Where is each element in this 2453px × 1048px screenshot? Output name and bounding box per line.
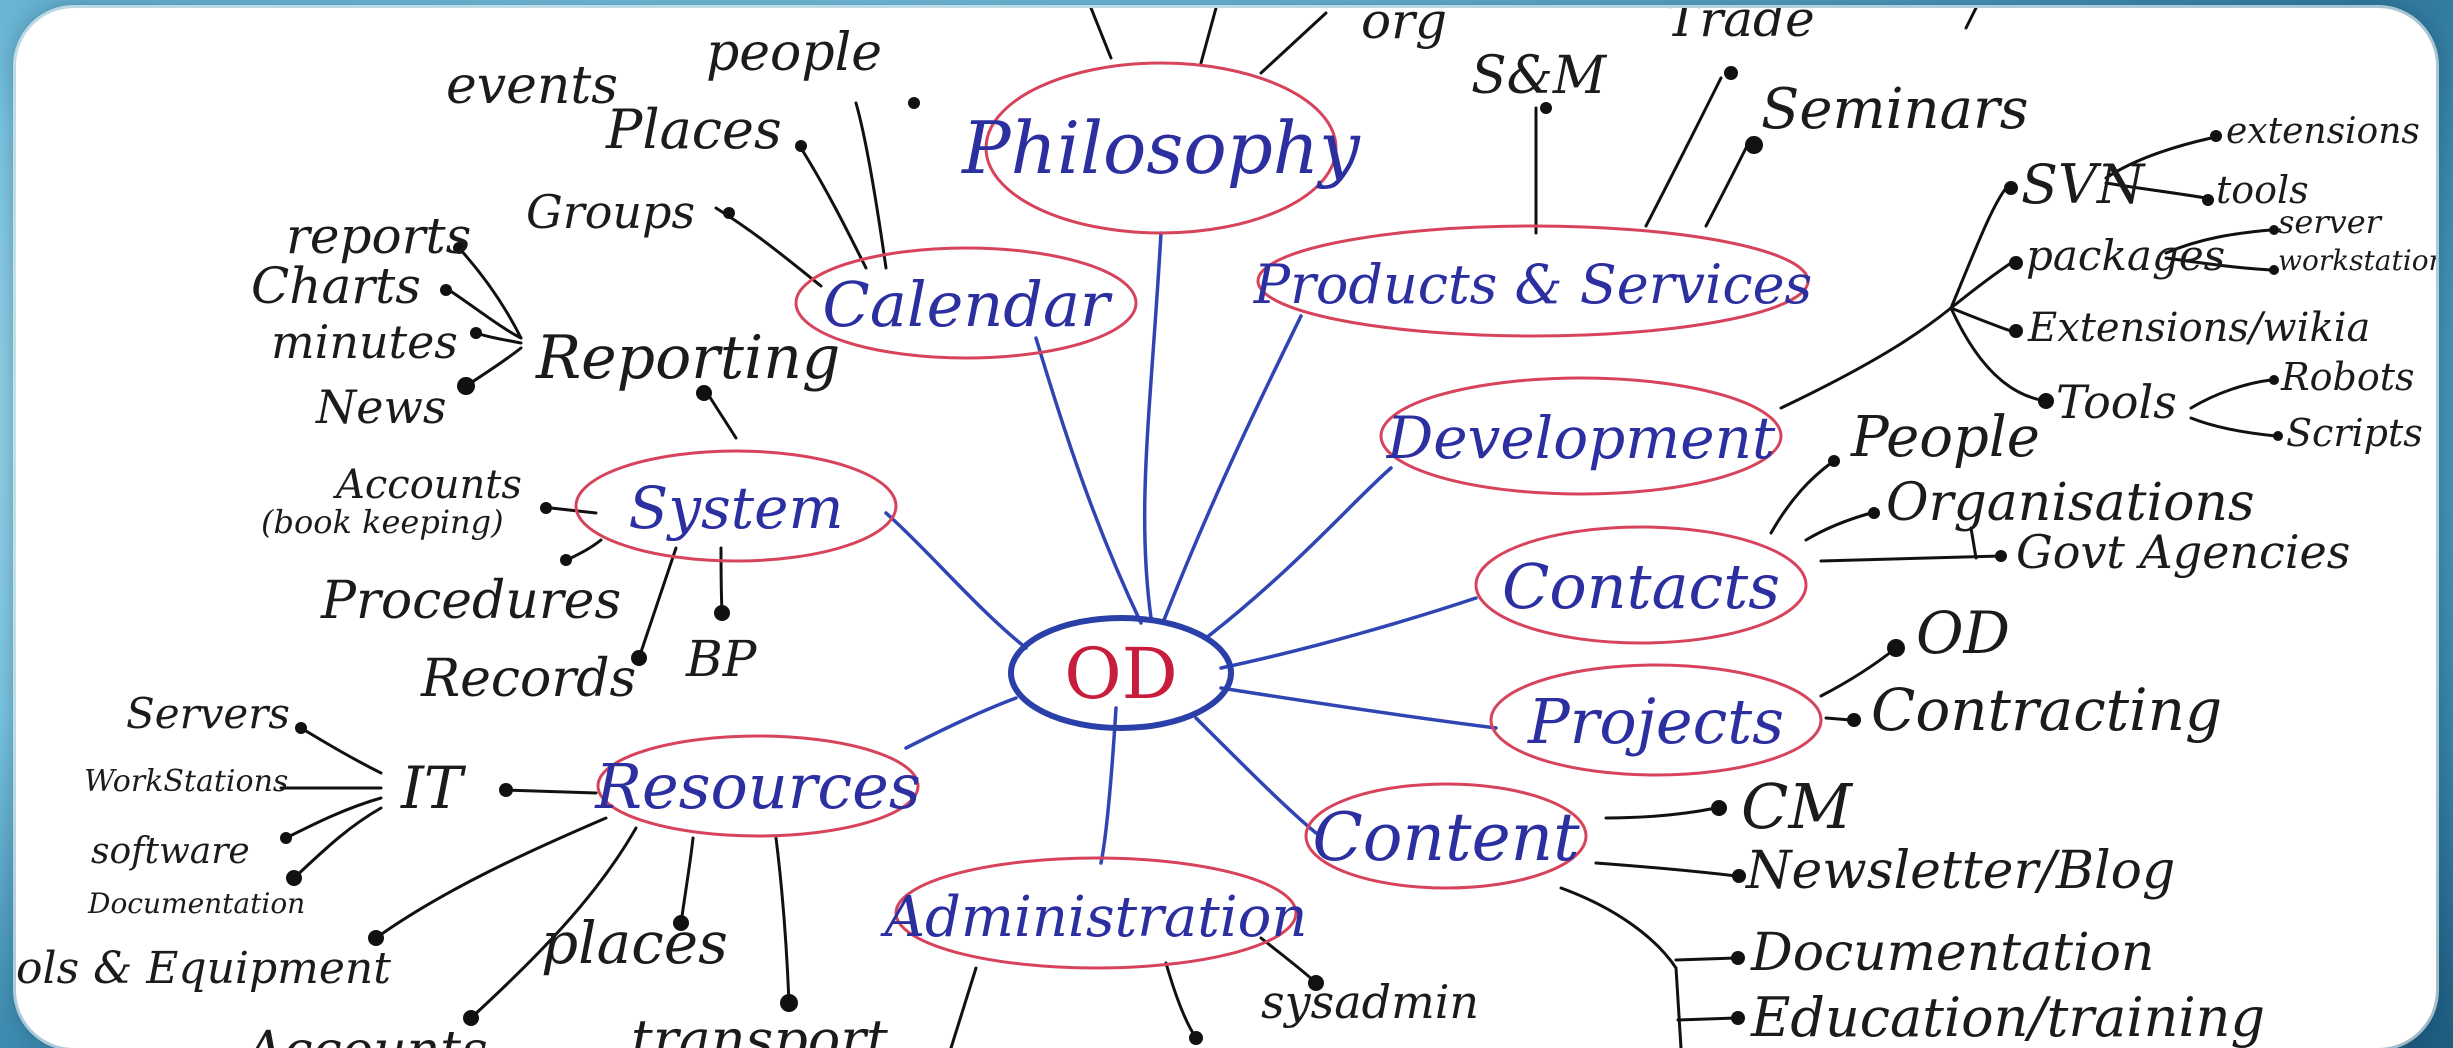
content-label: Content [1312, 799, 1580, 876]
leaf-workstation: workstation [2278, 244, 2436, 277]
center-oval [1008, 615, 1234, 731]
branch-nodes: Philosophy Calendar Products & Services … [574, 61, 1823, 970]
resources-oval [596, 734, 920, 838]
leaf-svn: SVN [2021, 153, 2146, 216]
leaf-people-contacts: People [1850, 405, 2040, 470]
leaf-bookkeeping: (book keeping) [261, 503, 504, 541]
philosophy-label: Philosophy [960, 106, 1361, 190]
leaf-reports: reports [286, 207, 471, 265]
leaf-bp: BP [685, 630, 758, 688]
calendar-label: Calendar [822, 268, 1113, 341]
leaf-organisations: Organisations [1886, 473, 2255, 533]
leaf-cm: CM [1741, 770, 1853, 843]
development-label: Development [1386, 404, 1776, 472]
contacts-oval [1474, 525, 1808, 645]
calendar-oval [794, 246, 1138, 360]
leaf-packages: packages [2026, 231, 2225, 280]
center-node: OD [1008, 615, 1234, 731]
resources-label: Resources [594, 750, 920, 823]
leaf-reporting: Reporting [535, 323, 840, 393]
projects-oval [1489, 663, 1823, 777]
leaf-tools-equipment: ols & Equipment [16, 943, 391, 994]
branch-lines [884, 231, 1498, 865]
products-services-label: Products & Services [1253, 253, 1813, 316]
administration-oval [894, 856, 1298, 970]
leaf-documentation: Documentation [1750, 923, 2154, 983]
center-label: OD [1064, 633, 1178, 715]
leaf-workstations-it: WorkStations [84, 764, 288, 799]
leaf-labels: events people Places Groups org S&M Trad… [16, 8, 2436, 1048]
leaf-trade: Trade [1666, 8, 1815, 48]
leaf-servers: Servers [126, 689, 290, 738]
leaf-events: events [446, 56, 618, 116]
contacts-label: Contacts [1502, 550, 1780, 623]
philosophy-oval [984, 61, 1338, 235]
leaf-procedures: Procedures [320, 571, 621, 631]
leaf-robots: Robots [2280, 355, 2414, 399]
leaf-newsletter-blog: Newsletter/Blog [1744, 841, 2175, 901]
leaf-minutes: minutes [271, 315, 458, 369]
system-oval [574, 449, 898, 563]
leaf-it: IT [400, 754, 467, 822]
leaf-software: software [91, 831, 250, 872]
products-services-oval [1256, 224, 1810, 338]
leaf-documentation-it: Documentation [87, 887, 305, 920]
leaf-accounts-bottom: Accounts [242, 1021, 488, 1048]
leaf-govt-agencies: Govt Agencies [2016, 525, 2350, 579]
leaf-charts: Charts [251, 257, 421, 315]
mind-map-diagram: Philosophy Calendar Products & Services … [16, 8, 2436, 1048]
leaf-people-top: people [706, 23, 882, 83]
leaf-server: server [2278, 203, 2383, 241]
leaf-seminars: Seminars [1761, 77, 2028, 142]
leaf-accounts: Accounts [332, 462, 522, 508]
mind-map-card: Philosophy Calendar Products & Services … [16, 8, 2436, 1048]
leaf-tools-svn: tools [2216, 168, 2309, 212]
leaf-dots [280, 66, 2283, 1045]
leaf-news: News [315, 380, 446, 434]
system-label: System [629, 474, 844, 542]
leaf-extensions-wiki: Extensions/wikia [2027, 305, 2370, 351]
development-oval [1379, 376, 1783, 496]
leaf-extensions: extensions [2226, 111, 2420, 152]
leaf-org: org [1361, 8, 1447, 50]
leaf-tools-dev: Tools [2056, 375, 2177, 429]
leaf-lines [279, 8, 2278, 1048]
administration-label: Administration [880, 885, 1308, 950]
projects-label: Projects [1527, 685, 1784, 758]
leaf-education-training: Education/training [1750, 986, 2265, 1048]
leaf-od-project: OD [1916, 599, 2010, 667]
leaf-places-top: Places [605, 98, 782, 161]
leaf-groups: Groups [526, 185, 695, 239]
leaf-contracting: Contracting [1871, 676, 2222, 744]
leaf-sysadmin: sysadmin [1261, 975, 1479, 1029]
leaf-records: Records [420, 649, 636, 709]
leaf-sm: S&M [1471, 46, 1608, 106]
leaf-places-res: places [541, 909, 728, 977]
leaf-transport: transport [631, 1008, 888, 1048]
leaf-scripts: Scripts [2286, 411, 2423, 455]
content-oval [1304, 782, 1588, 890]
